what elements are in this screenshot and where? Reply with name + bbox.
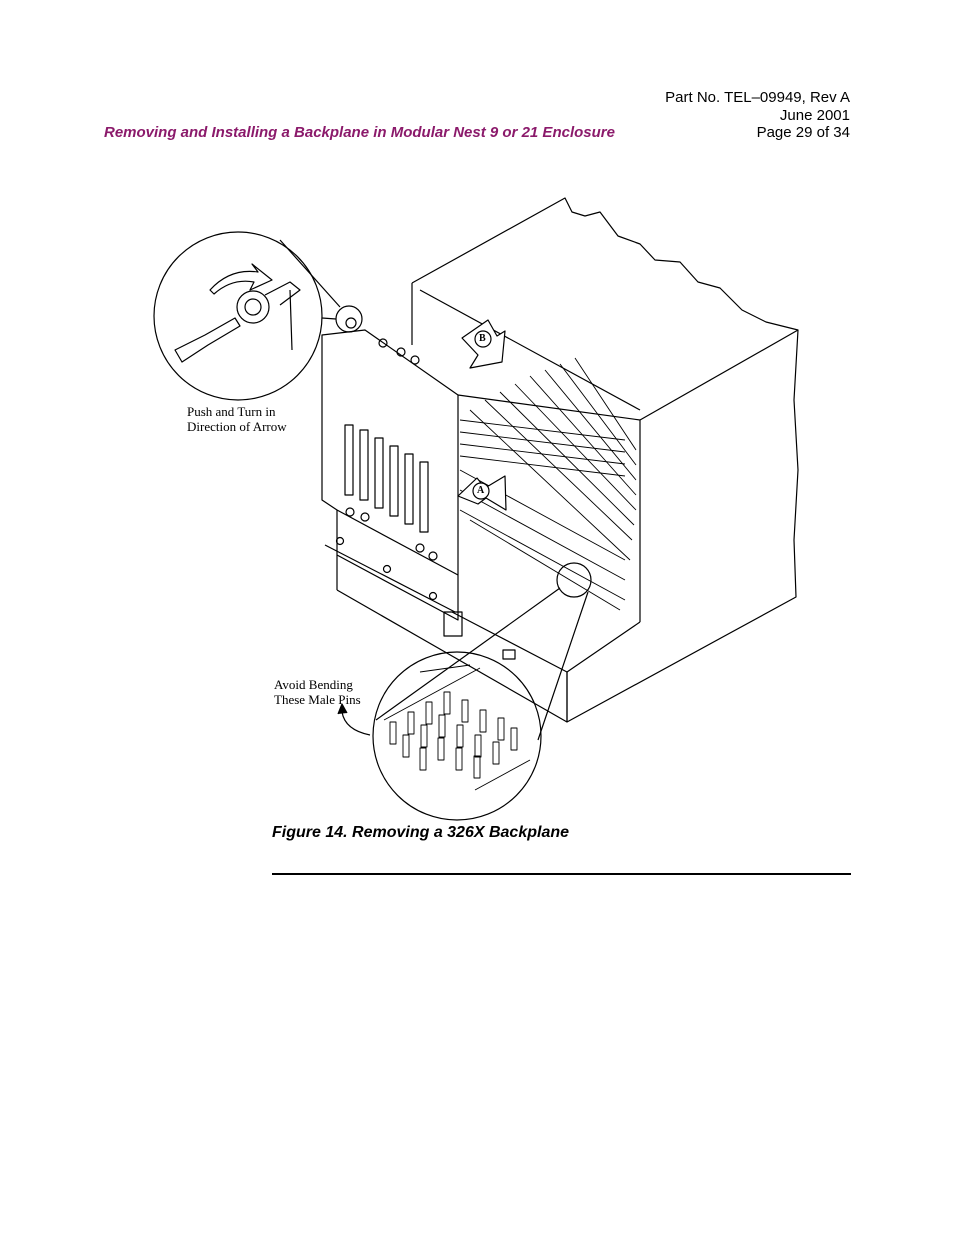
enclosure-body	[336, 197, 799, 723]
figure-caption: Figure 14. Removing a 326X Backplane	[272, 824, 570, 841]
callout-avoid-bending-line1: Avoid Bending	[274, 677, 353, 692]
label-a: A	[477, 485, 485, 496]
callout-leader	[337, 703, 371, 736]
label-circles	[472, 330, 492, 500]
male-pins-detail	[383, 664, 531, 791]
part-number: Part No. TEL–09949, Rev A	[665, 89, 850, 106]
callout-push-turn-line2: Direction of Arrow	[187, 418, 287, 434]
document-date: June 2001	[779, 106, 850, 124]
magnifier-circles	[153, 231, 592, 821]
callout-push-turn-line1: Push and Turn in	[187, 404, 276, 419]
section-divider	[272, 873, 851, 875]
callout-avoid-bending-line2: These Male Pins	[274, 691, 361, 707]
callout-avoid-bending: Avoid Bending These Male Pins	[274, 677, 361, 707]
page-number: Page 29 of 34	[756, 124, 850, 141]
callout-push-turn: Push and Turn in Direction of Arrow	[187, 404, 287, 434]
card-slot-guides	[459, 357, 637, 611]
backplane-panel	[321, 317, 516, 660]
screwdriver-detail	[174, 263, 301, 363]
page-header-info: Part No. TEL–09949, Rev A June 2001 Page…	[665, 89, 850, 142]
document-title: Removing and Installing a Backplane in M…	[104, 124, 615, 141]
label-b: B	[479, 333, 486, 344]
